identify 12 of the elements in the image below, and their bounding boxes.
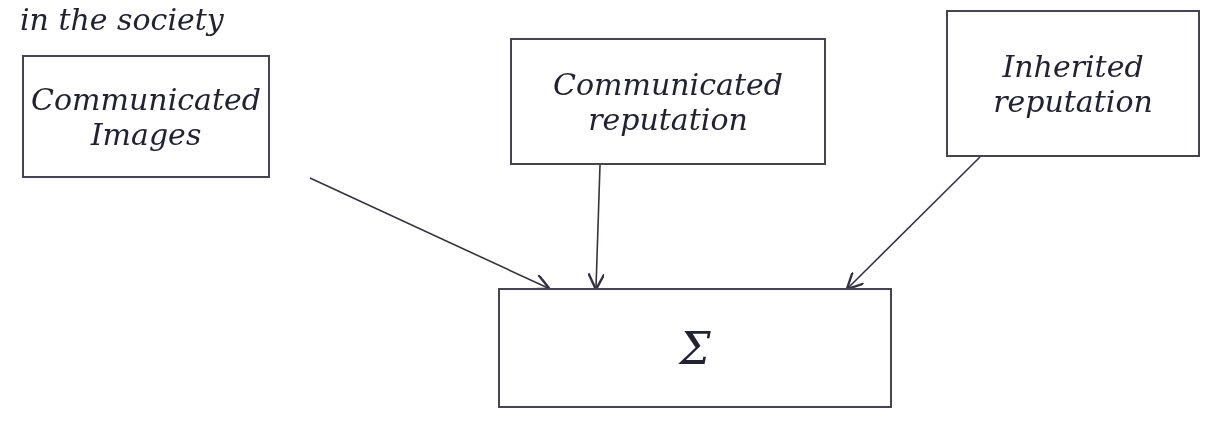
box-label: Communicated reputation (552, 66, 784, 137)
box-label: Communicated Images (31, 81, 261, 152)
box-label: Inherited reputation (992, 48, 1154, 119)
process-box (498, 288, 892, 408)
process-box (946, 10, 1200, 157)
arrow (309, 177, 551, 291)
process-box (22, 55, 270, 178)
arrow (845, 156, 981, 291)
note-text: in the society (20, 2, 224, 37)
process-box (510, 38, 826, 165)
arrow (587, 164, 606, 291)
box-label: Σ (679, 322, 711, 374)
